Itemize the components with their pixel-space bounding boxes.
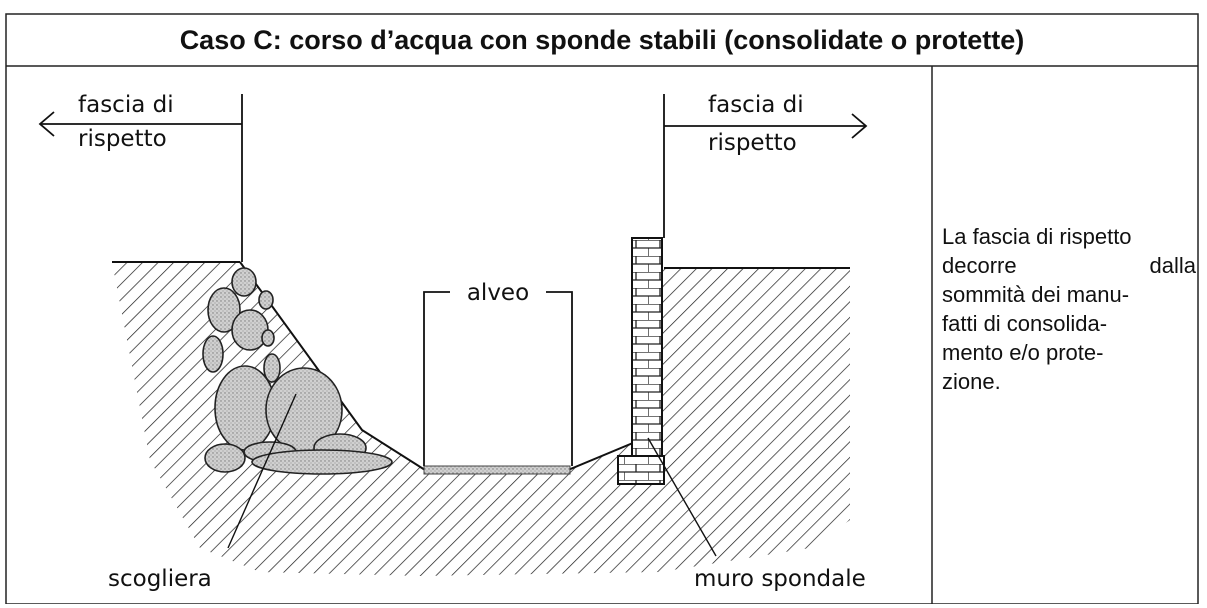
water-strip — [423, 465, 571, 475]
channel-bracket — [423, 291, 573, 466]
description-line: mento e/o prote- — [942, 340, 1104, 365]
left-label-line2: rispetto — [78, 126, 167, 152]
left-arrow — [38, 111, 242, 137]
description-text: La fascia di rispetto decorre dalla sommi… — [942, 222, 1196, 396]
left-label-line1: fascia di — [78, 92, 174, 118]
right-label-line1: fascia di — [708, 92, 804, 118]
scogliera-rocks — [202, 267, 393, 475]
description-line: fatti di consolida- — [942, 311, 1108, 336]
description-line: zione. — [942, 369, 1001, 394]
channel-label: alveo — [467, 280, 529, 306]
scogliera-label: scogliera — [108, 566, 212, 592]
right-label-line2: rispetto — [708, 130, 797, 156]
retaining-wall — [617, 237, 665, 485]
description-line: sommità dei manu- — [942, 282, 1130, 307]
scogliera-leader — [227, 393, 297, 549]
muro-leader — [647, 437, 717, 557]
muro-label: muro spondale — [694, 566, 866, 592]
description-line: La fascia di rispetto — [942, 224, 1132, 249]
description-line: decorre dalla — [942, 251, 1196, 280]
description-word: dalla — [1149, 253, 1196, 278]
right-arrow — [664, 113, 868, 139]
page-title: Caso C: corso d’acqua con sponde stabili… — [179, 24, 1025, 55]
description-word: decorre — [942, 253, 1017, 278]
